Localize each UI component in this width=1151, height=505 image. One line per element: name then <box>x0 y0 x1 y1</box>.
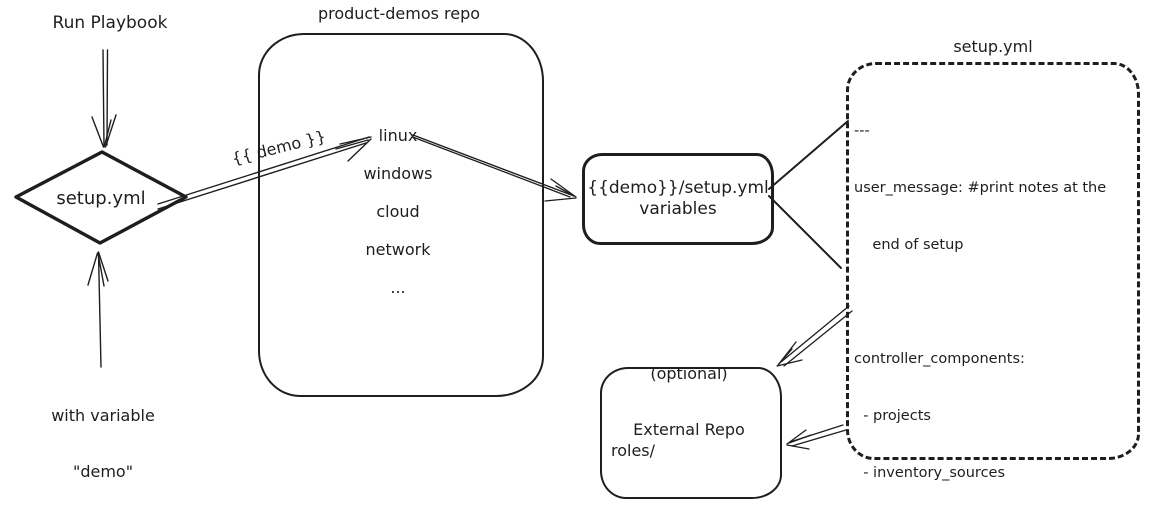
yaml-line: user_message: #print notes at the <box>854 180 1107 196</box>
yaml-line: - inventory_sources <box>854 465 1006 481</box>
setup-yml-file-box <box>846 62 1140 460</box>
yaml-line: end of setup <box>854 237 964 253</box>
yaml-line: - projects <box>854 408 931 424</box>
repo-item: cloud <box>376 202 420 221</box>
variables-to-setupyml-fan-lower <box>768 195 842 269</box>
setupyml-to-external-repo-arrow-lower <box>786 424 847 450</box>
variables-box: {{demo}}/setup.yml variables <box>582 153 774 245</box>
repo-item: linux <box>378 126 418 145</box>
yaml-line: --- <box>854 123 870 139</box>
setup-yml-title: setup.yml <box>953 37 1033 56</box>
external-repo-line: roles/ <box>611 441 656 460</box>
setup-yml-content: --- user_message: #print notes at the en… <box>854 84 1140 505</box>
repo-item: windows <box>363 164 433 183</box>
setupyml-to-external-repo-arrow-upper <box>776 305 853 367</box>
with-variable-arrow <box>87 251 109 368</box>
repo-item: network <box>365 240 431 259</box>
variables-box-label: variables <box>639 199 717 219</box>
repo-items-list: linux windows cloud network ... <box>298 127 498 296</box>
yaml-line <box>854 293 1140 312</box>
product-demos-repo-box <box>258 33 544 397</box>
with-variable-label: with variable "demo" <box>51 405 155 482</box>
run-playbook-label: Run Playbook <box>52 13 168 33</box>
repo-box-title: product-demos repo <box>317 4 481 23</box>
yaml-line: controller_components: <box>854 351 1025 367</box>
diamond-label: setup.yml <box>56 188 146 209</box>
variables-box-label: {{demo}}/setup.yml <box>587 178 769 198</box>
external-repo-box <box>600 367 782 499</box>
external-repo-title: (optional) External Repo <box>633 363 745 440</box>
run-playbook-arrow <box>91 49 117 148</box>
external-repo-content: roles/ playbooks/ .... <box>611 398 771 505</box>
repo-item: ... <box>390 278 406 297</box>
variables-to-setupyml-fan-upper <box>768 120 849 190</box>
